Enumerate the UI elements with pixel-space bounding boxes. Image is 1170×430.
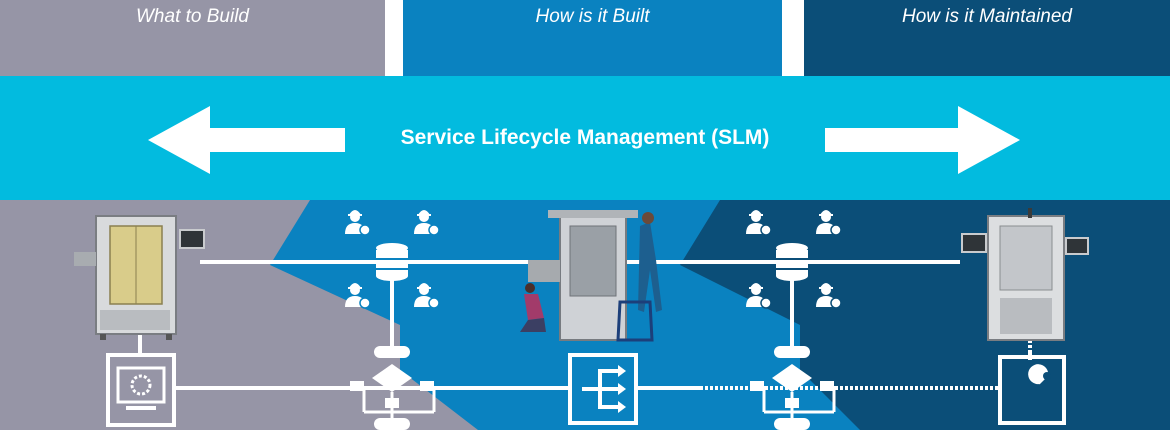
- machine-icon: [74, 215, 205, 340]
- header-how-is-it-maintained-label: How is it Maintained: [901, 6, 1073, 27]
- slm-banner: [0, 76, 1170, 200]
- database-icon-maintained: [776, 243, 808, 281]
- header-what-to-build-label: What to Build: [136, 6, 249, 27]
- header-how-is-it-built-label: How is it Built: [535, 6, 650, 27]
- header-what-to-build: What to Build: [0, 0, 385, 76]
- split-arrows-icon: [568, 353, 638, 425]
- machine-icon-maintained: [961, 208, 1089, 341]
- header-how-is-it-built: How is it Built: [403, 0, 782, 76]
- left-arrow-icon: [148, 106, 345, 174]
- banner-title: Service Lifecycle Management (SLM): [400, 126, 770, 149]
- flowchart-left-lines: [362, 386, 436, 418]
- header-how-is-it-maintained: How is it Maintained: [804, 0, 1170, 76]
- lifecycle-diagram: [0, 200, 1170, 430]
- right-arrow-icon: [825, 106, 1020, 174]
- center-machine-illustration: [520, 210, 662, 342]
- flowchart-right-lines: [762, 386, 836, 418]
- database-icon: [376, 243, 408, 281]
- wrench-icon: [998, 355, 1066, 425]
- flowchart-icon-maintained: [750, 346, 834, 430]
- monitor-gear-icon: [106, 353, 176, 427]
